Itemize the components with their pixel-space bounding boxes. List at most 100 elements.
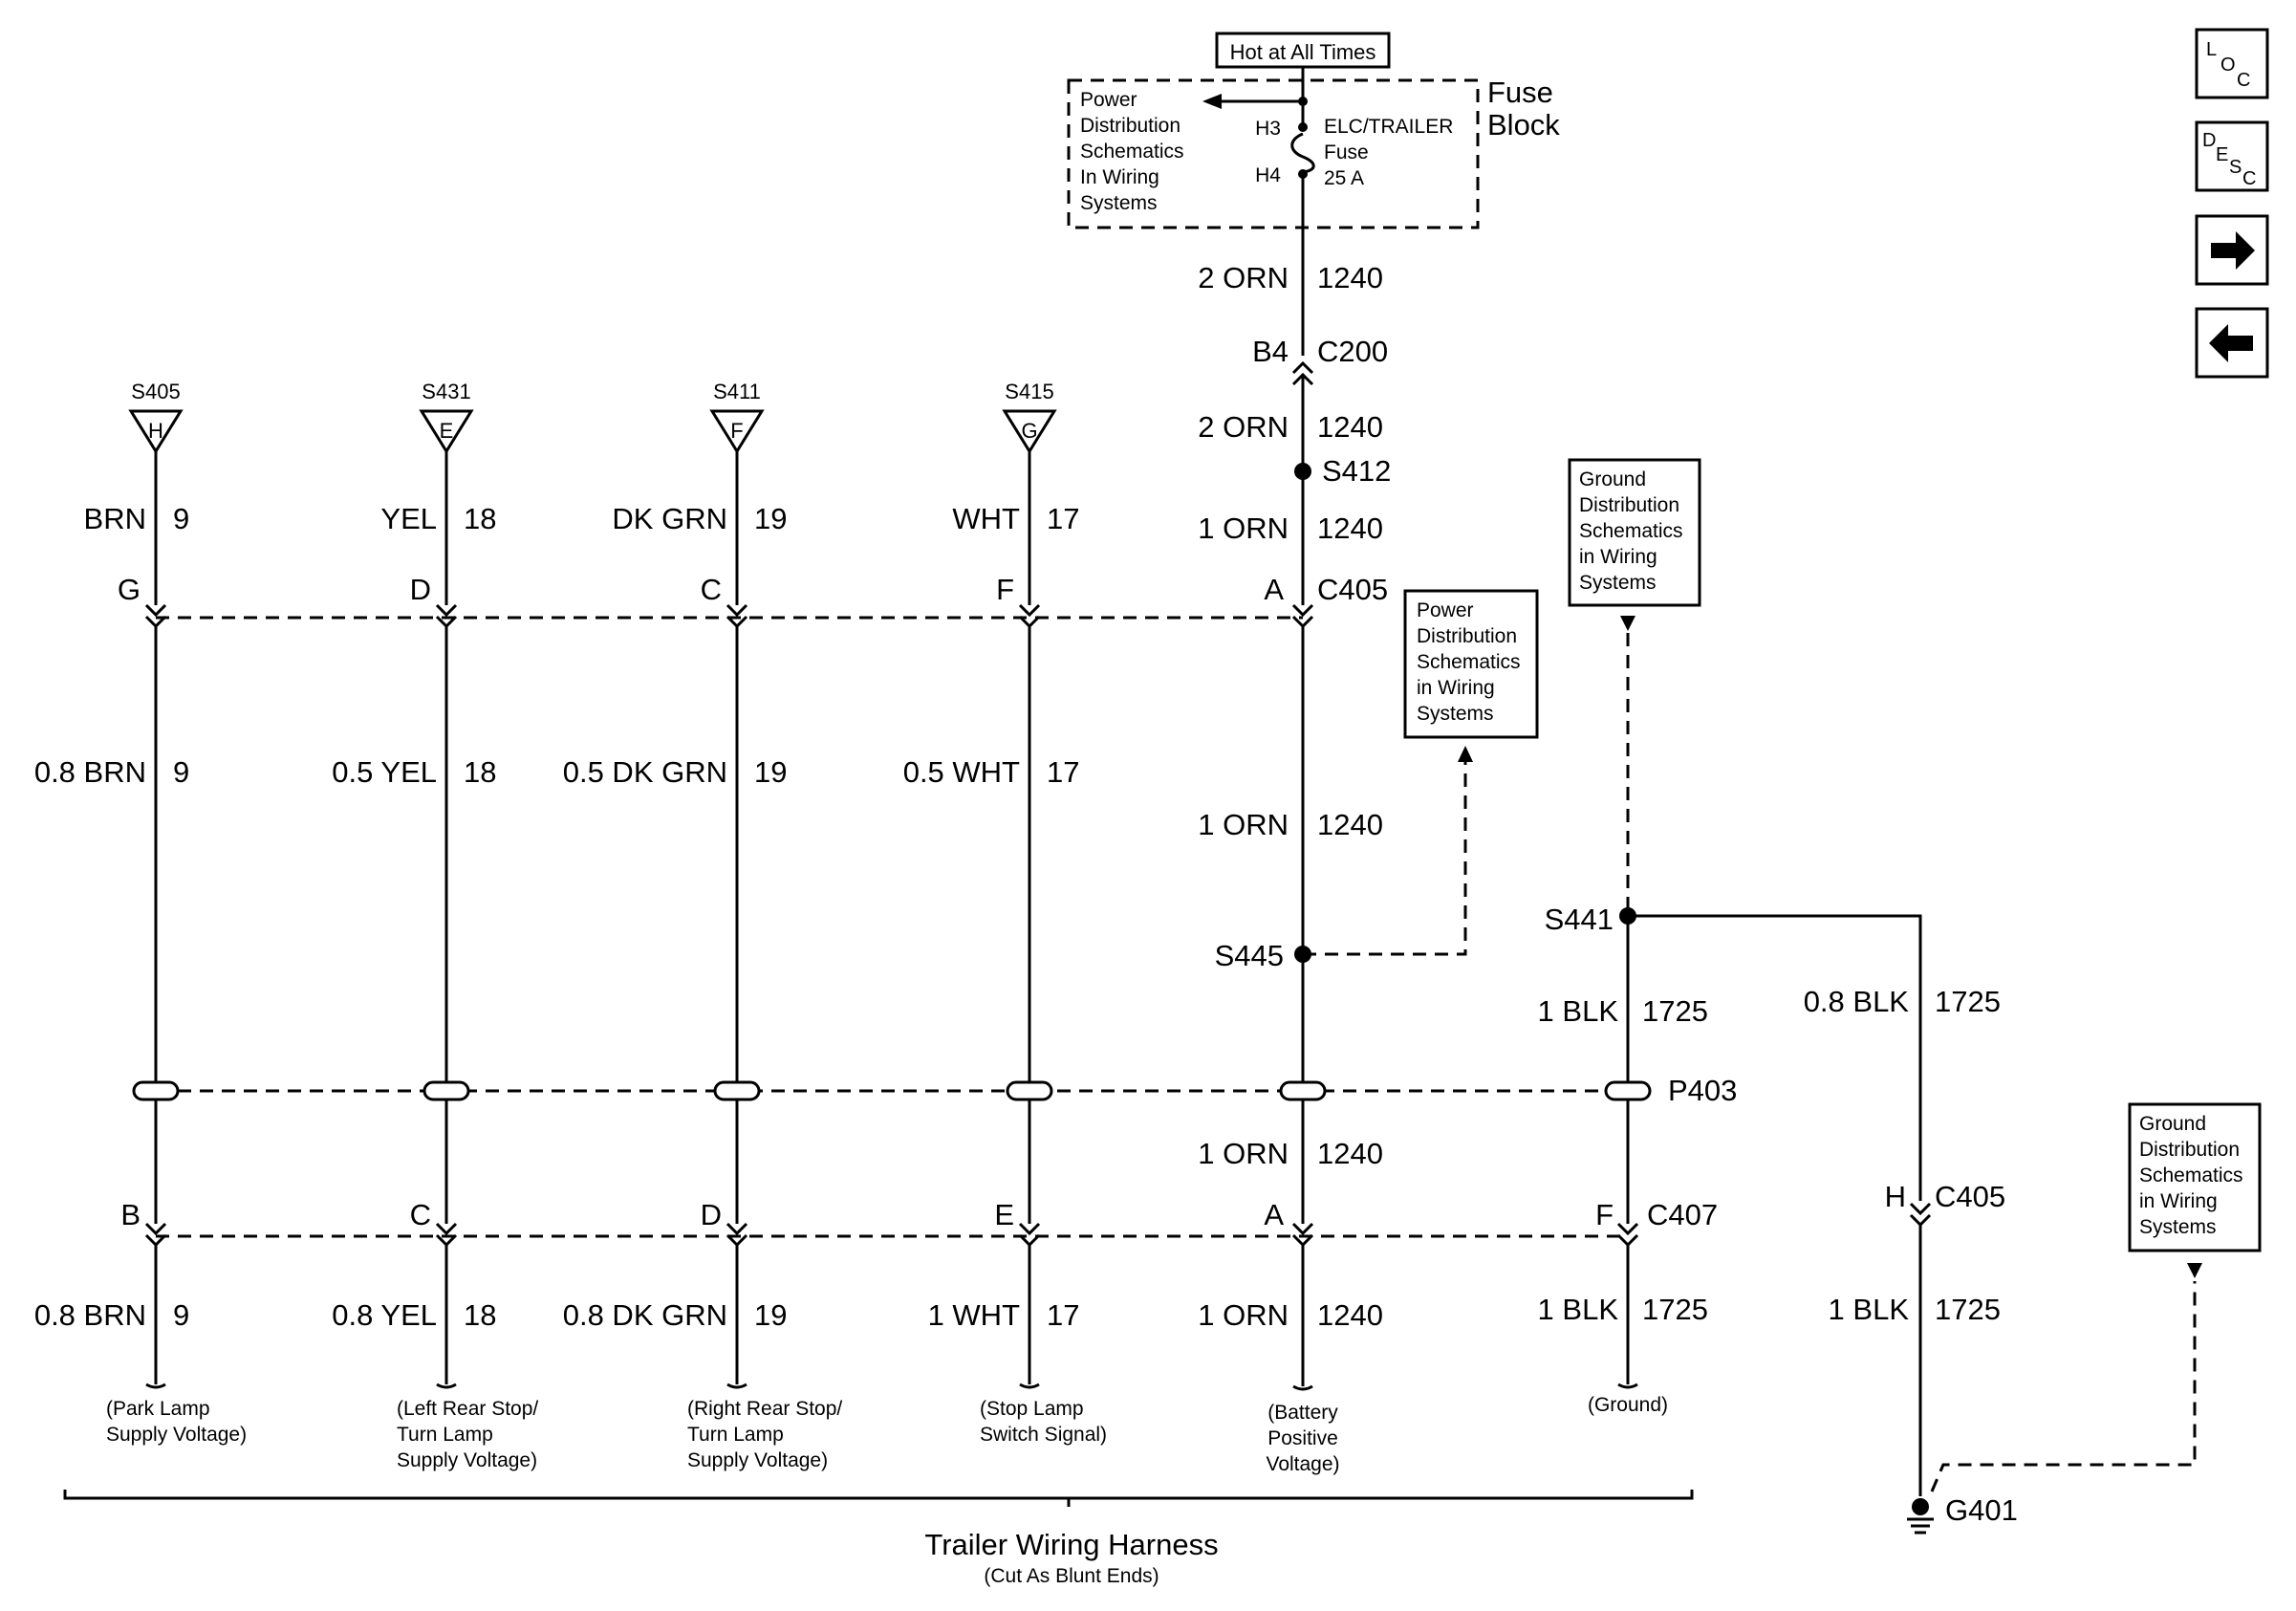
circuit-number-label: 1240 — [1317, 808, 1383, 841]
splice-pack-icon — [419, 409, 474, 454]
circuit-number-label: 1725 — [1935, 1293, 2001, 1326]
connector-c407-pin-icon — [1018, 1222, 1041, 1248]
blunt-end-icon — [145, 1382, 166, 1389]
blunt-end-icon — [1292, 1384, 1313, 1391]
connector-pin-label: D — [410, 573, 431, 606]
circuit-number-label: 19 — [754, 1298, 787, 1332]
circuit-number-label: 18 — [464, 755, 496, 789]
prev-page-button[interactable] — [2195, 307, 2269, 379]
wire-color-label: 0.8 BLK — [1804, 985, 1910, 1018]
splice-pin-label: E — [440, 419, 454, 443]
gd-ref-line: Ground — [1579, 468, 1646, 490]
circuit-description: (Right Rear Stop/ — [687, 1398, 842, 1420]
gd-ref-line: Distribution — [1579, 494, 1679, 516]
connector-c405-pin-icon — [1018, 603, 1041, 629]
arrow-down-icon — [2187, 1263, 2202, 1278]
junction-dot — [1298, 97, 1308, 106]
fuse-block-title: Fuse — [1487, 76, 1553, 109]
harness-title: Trailer Wiring Harness — [924, 1528, 1218, 1561]
wire-color-label: 0.5 DK GRN — [563, 755, 727, 789]
ground-branch-wire — [1628, 914, 1922, 1201]
hot-at-all-times-label: Hot at All Times — [1230, 40, 1376, 64]
connector-pin-label: B — [120, 1198, 141, 1231]
wire-color-label: 1 WHT — [928, 1298, 1021, 1332]
circuit-number-label: 1240 — [1317, 512, 1383, 545]
gd-reference-box-top[interactable] — [1568, 458, 1701, 607]
ground-symbol-icon — [1907, 1498, 1934, 1535]
fuse-block-pd-reference: Power Distribution Schematics In Wiring … — [1080, 89, 1184, 214]
desc-button[interactable]: D E S C — [2195, 120, 2269, 192]
connector-c407-pin-icon — [726, 1222, 748, 1248]
gd-reference-box-bottom[interactable] — [2128, 1102, 2262, 1252]
loc-letter: O — [2220, 54, 2236, 76]
wire-color-label: DK GRN — [612, 502, 727, 535]
gd-ref-line: in Wiring — [1579, 546, 1657, 568]
connector-c407-pin-icon — [1616, 1222, 1639, 1248]
fuse-pin-h4: H4 — [1255, 164, 1281, 186]
pd-ref-line: Power — [1417, 599, 1474, 621]
fuse-pin-h3: H3 — [1255, 118, 1281, 140]
splice-label: S411 — [713, 380, 761, 403]
pd-reference-box[interactable] — [1403, 589, 1539, 739]
loc-button[interactable]: L O C — [2195, 28, 2269, 99]
circuit-description: Voltage) — [1266, 1453, 1339, 1475]
splice-pin-label: G — [1021, 419, 1037, 443]
circuit-number-label: 1240 — [1317, 1137, 1383, 1170]
c405-label: C405 — [1317, 573, 1388, 606]
loc-letter: L — [2206, 39, 2217, 60]
wire-color-label: 2 ORN — [1198, 410, 1289, 444]
circuit-description: (Stop Lamp — [980, 1398, 1084, 1420]
blunt-end-icon — [1019, 1382, 1040, 1389]
pd-ref-line: Systems — [1417, 703, 1494, 725]
circuit-description: Supply Voltage) — [106, 1424, 247, 1446]
pd-ref-line: Power — [1080, 89, 1137, 111]
fuse-word: Fuse — [1324, 142, 1369, 163]
connector-pin-label: C — [701, 573, 722, 606]
circuit-description: Switch Signal) — [980, 1424, 1107, 1446]
wire-color-label: 1 ORN — [1198, 1137, 1289, 1170]
connector-c407-pin-icon — [1291, 1222, 1314, 1248]
connector-pin-label: B4 — [1252, 335, 1289, 368]
gd-ref-line: Systems — [1579, 572, 1657, 594]
inline-connector-p403-icon — [1604, 1080, 1652, 1101]
circuit-number-label: 18 — [464, 1298, 496, 1332]
circuit-number-label: 1725 — [1642, 994, 1708, 1028]
pd-ref-line: Schematics — [1080, 141, 1184, 163]
feed-trunk: 2 ORN 1240 B4 C200 2 ORN 1240 S412 1 ORN… — [1198, 228, 1391, 605]
pd-ref-line: Systems — [1080, 192, 1158, 214]
wire-color-label: 1 BLK — [1829, 1293, 1910, 1326]
splice-pin-label: H — [148, 419, 163, 443]
connector-pin-label: H — [1885, 1180, 1906, 1213]
fuse-block-outline — [1067, 78, 1480, 229]
circuit-description: (Battery — [1267, 1402, 1338, 1424]
ground-section: Ground Distribution Schematics in Wiring… — [1538, 458, 2262, 1535]
connector-pin-label: A — [1264, 573, 1284, 606]
splice-s441-label: S441 — [1545, 903, 1614, 936]
circuit-number-label: 18 — [464, 502, 496, 535]
desc-letter: D — [2202, 130, 2216, 151]
arrow-left-icon — [1202, 94, 1222, 109]
connector-c405-pin-icon — [726, 603, 748, 629]
circuit-number-label: 1240 — [1317, 410, 1383, 444]
pd-ref-line: in Wiring — [1417, 677, 1495, 699]
circuit-number-label: 19 — [754, 502, 787, 535]
circuit-description: Positive — [1267, 1427, 1338, 1449]
fuse-icon — [1290, 132, 1315, 174]
connector-c407-pin-icon — [144, 1222, 167, 1248]
next-page-button[interactable] — [2195, 214, 2269, 286]
splice-pack-icon — [709, 409, 765, 454]
arrow-down-icon — [1620, 616, 1635, 631]
splice-pack-icon — [128, 409, 184, 454]
connector-pin-label: C — [410, 1198, 431, 1231]
wire-color-label: 0.8 BRN — [34, 755, 146, 789]
pd-ref-line: In Wiring — [1080, 166, 1159, 188]
desc-letter: S — [2229, 157, 2242, 178]
wire-color-label: YEL — [380, 502, 437, 535]
arrow-right-icon — [2211, 231, 2255, 270]
wire-color-label: 0.8 BRN — [34, 1298, 146, 1332]
loc-letter: C — [2237, 70, 2250, 91]
wire-color-label: 1 ORN — [1198, 808, 1289, 841]
inline-connector-p403-icon — [1006, 1080, 1053, 1101]
inline-connector-p403-icon — [1279, 1080, 1327, 1101]
connector-c405-pin-icon — [1291, 603, 1314, 629]
